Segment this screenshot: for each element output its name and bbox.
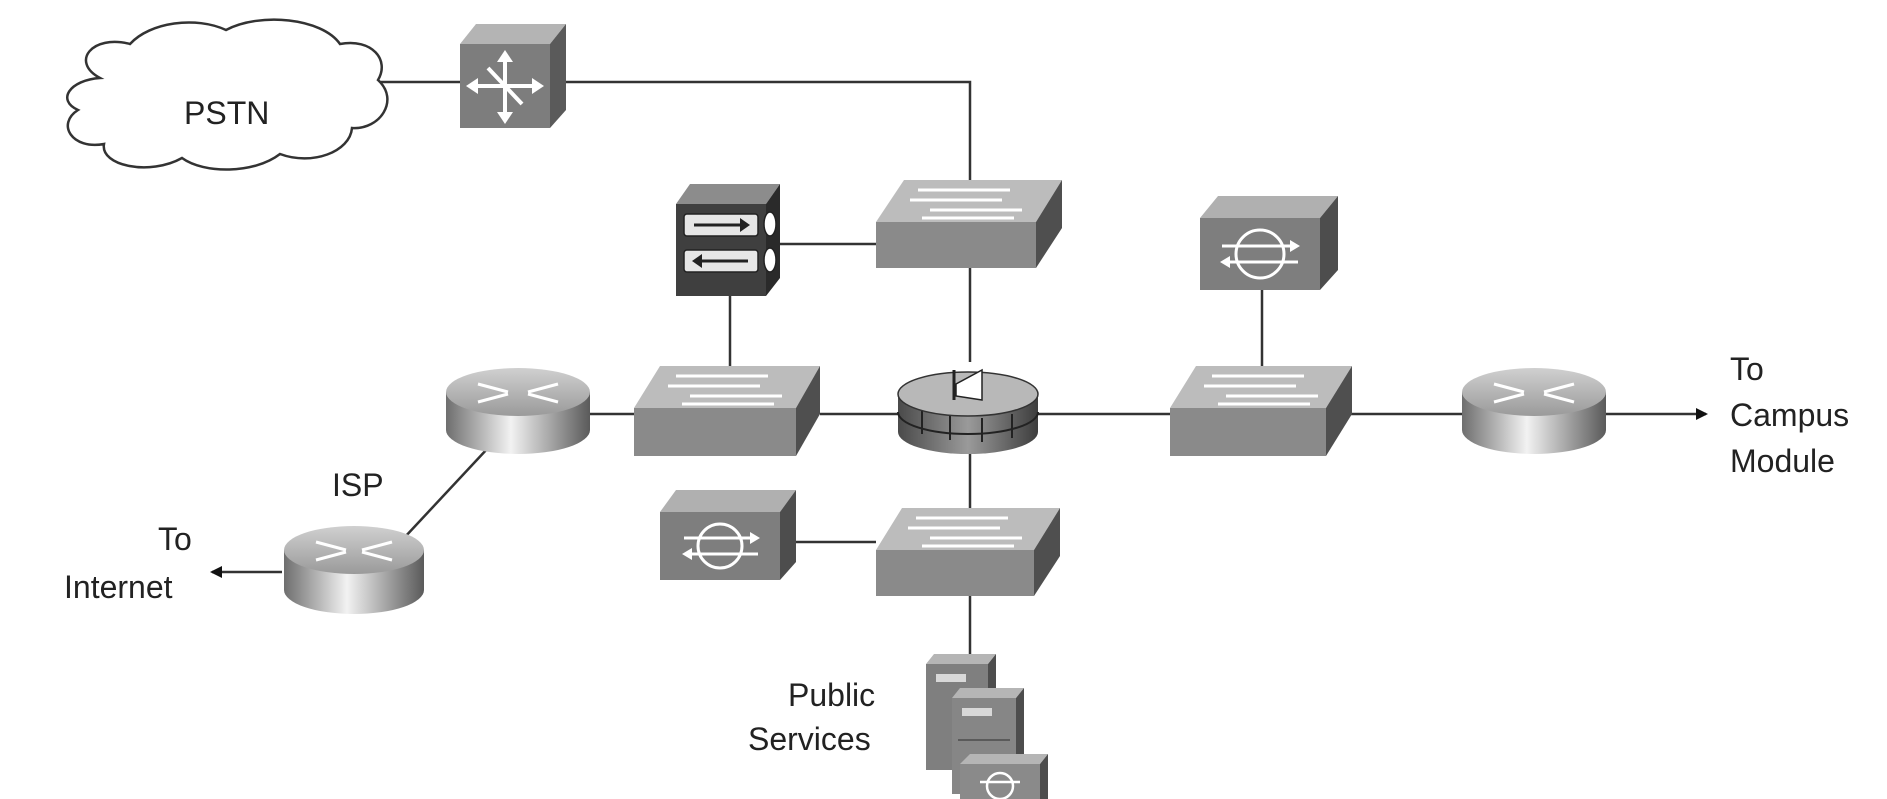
pbx-icon [466, 50, 544, 124]
pbx-gateway [460, 24, 566, 128]
edge-router [446, 368, 590, 454]
pstn-label: PSTN [184, 95, 269, 131]
firewall [897, 368, 1039, 454]
ids-sensor-dmz [660, 490, 796, 580]
router-icon [1493, 382, 1575, 404]
isp-router [284, 526, 424, 614]
switch-icon [668, 374, 782, 406]
public-servers [926, 654, 1048, 799]
vpn-concentrator [676, 184, 780, 296]
ids-icon [682, 522, 760, 570]
campus-router [1462, 368, 1606, 454]
inside-switch [1170, 366, 1352, 456]
edge-switch [634, 366, 820, 456]
public-services-label-line1: Public [788, 677, 875, 713]
ids-icon [1220, 228, 1300, 280]
pstn-cloud: PSTN [66, 18, 389, 171]
public-services-label-line2: Services [748, 721, 871, 757]
router-icon [477, 382, 559, 404]
to-internet-label-line1: To [158, 521, 192, 557]
link-router-isp [403, 447, 489, 539]
to-internet-label-line2: Internet [64, 569, 173, 605]
to-campus-label-line3: Module [1730, 443, 1835, 479]
server-icon [960, 754, 1048, 799]
router-icon [315, 540, 393, 562]
dmz-switch [876, 508, 1060, 596]
link-pbx-top-switch [566, 80, 972, 180]
switch-icon [1204, 374, 1318, 406]
cloud-icon [66, 18, 389, 171]
connections [210, 80, 1708, 660]
switch-icon [908, 516, 1022, 548]
to-campus-label-line1: To [1730, 351, 1764, 387]
switch-icon [910, 188, 1022, 220]
vpn-concentrator-icon [683, 211, 777, 273]
to-campus-label-line2: Campus [1730, 397, 1849, 433]
firewall-icon [952, 368, 983, 401]
isp-label: ISP [332, 467, 384, 503]
top-switch [876, 180, 1062, 268]
ids-sensor-inside [1200, 196, 1338, 290]
